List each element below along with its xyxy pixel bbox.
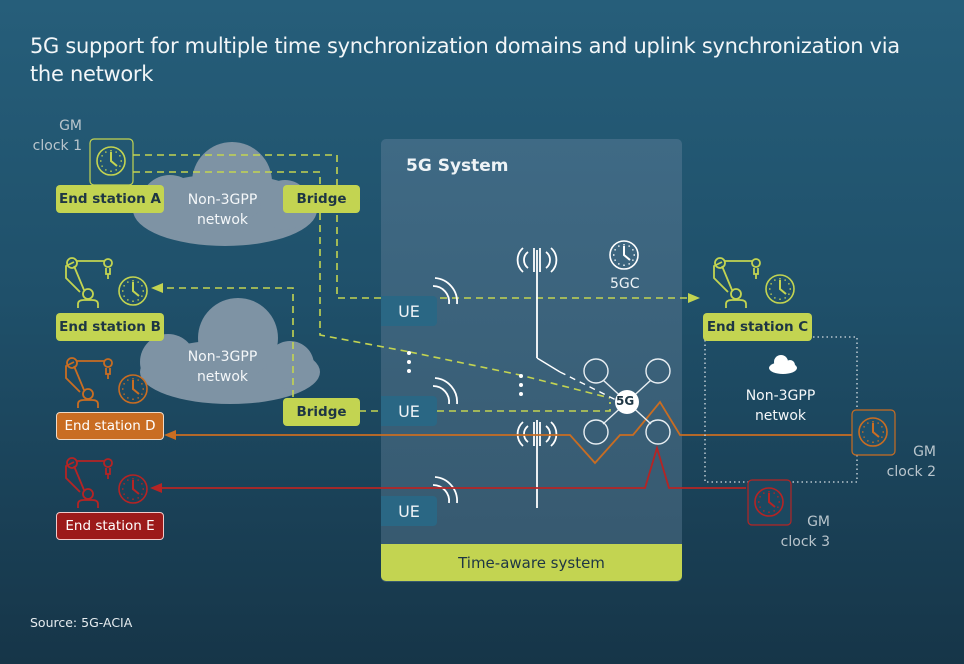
5g-system-title: 5G System [406, 156, 509, 176]
robot-arm-icon [713, 257, 761, 309]
end-station-b: End station B [56, 313, 164, 341]
arrow-to-end-station-d [164, 430, 176, 440]
ellipsis-dots [407, 351, 523, 396]
network-type: netwok [754, 408, 807, 424]
gm-clock-1-label: GM clock 1 [20, 116, 82, 156]
5g-hub [615, 390, 639, 414]
end-station-c: End station C [703, 313, 812, 341]
end-station-a: End station A [56, 185, 164, 213]
robot-arm-icon [65, 257, 113, 309]
clock-icon [118, 374, 148, 404]
bridge-top: Bridge [283, 185, 360, 213]
gm-clock-2 [851, 409, 896, 456]
clock-icon [765, 274, 795, 304]
non3gpp-mid-label: Non-3GPP netwok [175, 347, 270, 387]
arrow-to-end-station-e [150, 483, 162, 493]
arrow-to-end-station-b [151, 283, 163, 293]
end-station-d-icons [65, 357, 148, 409]
gm-text: GM [913, 444, 936, 460]
gm-text: GM [807, 514, 830, 530]
bridge-bottom: Bridge [283, 398, 360, 426]
arrow-to-end-station-c [688, 293, 700, 303]
5gc-clock-icon [609, 240, 639, 270]
gm-clock-3 [747, 479, 792, 526]
non3gpp-right-label: Non-3GPP netwok [733, 386, 828, 426]
robot-arm-icon [65, 357, 113, 409]
cloud-non3gpp-mid [140, 298, 320, 404]
sync-path-orange [175, 400, 856, 465]
clock-text: clock 1 [32, 138, 82, 154]
end-station-d: End station D [56, 412, 164, 440]
gm-text: GM [59, 118, 82, 134]
network-name: Non-3GPP [187, 349, 258, 365]
robot-arm-icon [65, 457, 113, 509]
5g-hub-label: 5G [616, 394, 635, 408]
ue-box-3: UE [381, 496, 437, 526]
network-type: netwok [196, 369, 249, 385]
network-name: Non-3GPP [187, 192, 258, 208]
clock-text: clock 2 [886, 464, 936, 480]
cloud-non3gpp-top [133, 142, 317, 246]
clock-icon [118, 276, 148, 306]
clock-icon [118, 474, 148, 504]
non3gpp-top-label: Non-3GPP netwok [175, 190, 270, 230]
cloud-icon [769, 355, 797, 374]
diagram-title: 5G support for multiple time synchroniza… [30, 34, 900, 86]
end-station-e-icons [65, 457, 148, 509]
gm-clock-2-label: GM clock 2 [870, 442, 936, 482]
5gc-label: 5GC [610, 276, 640, 292]
source-caption: Source: 5G-ACIA [30, 615, 133, 630]
end-station-c-icons [713, 257, 795, 309]
network-name: Non-3GPP [745, 388, 816, 404]
gm-clock-1 [89, 138, 134, 186]
network-type: netwok [196, 212, 249, 228]
ue-box-2: UE [381, 396, 437, 426]
clock-text: clock 3 [780, 534, 830, 550]
sync-path-red [160, 444, 746, 489]
ue-box-1: UE [381, 296, 437, 326]
sync-path-lime [133, 154, 690, 412]
time-aware-system-bar: Time-aware system [381, 544, 682, 581]
end-station-b-icons [65, 257, 148, 309]
gm-clock-3-label: GM clock 3 [764, 512, 830, 552]
end-station-e: End station E [56, 512, 164, 540]
clock-icon [96, 146, 126, 176]
